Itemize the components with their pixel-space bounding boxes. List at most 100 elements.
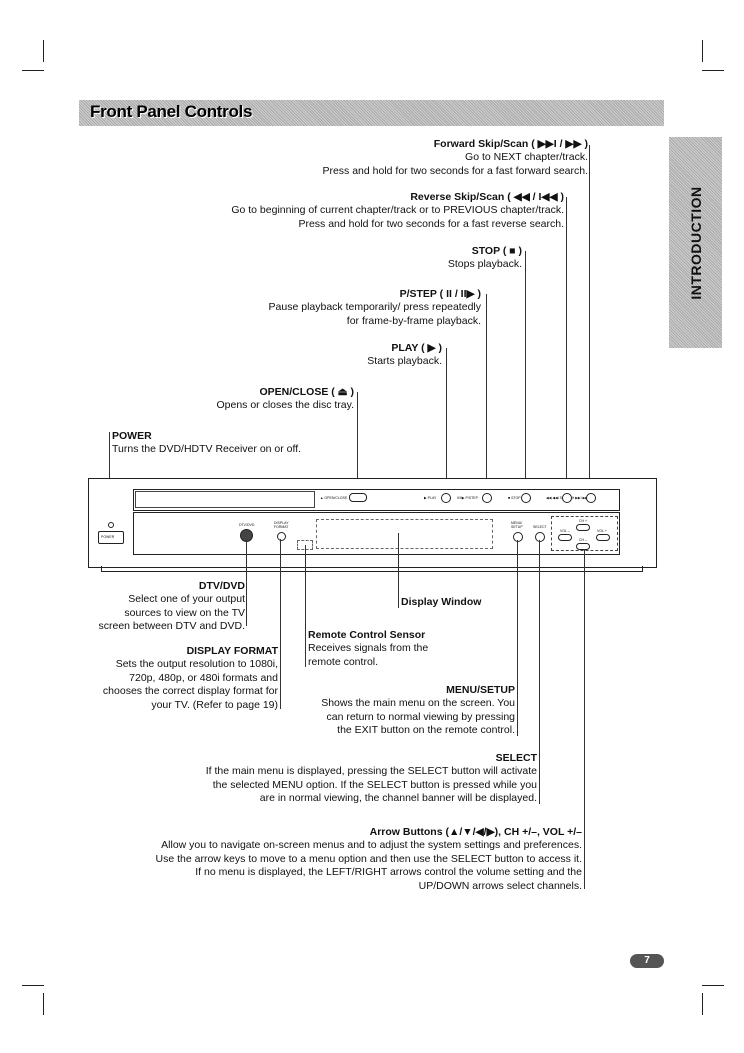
- open-close-label: ▲ OPEN/CLOSE: [320, 496, 348, 500]
- callout-play: PLAY ( ▶ ) Starts playback.: [242, 342, 442, 369]
- callout-text: Select one of your output: [128, 593, 245, 606]
- callout-text: for frame-by-frame playback.: [346, 314, 481, 327]
- callout-heading: Reverse Skip/Scan ( ◀◀ / I◀◀ ): [410, 191, 564, 203]
- vol-minus-button[interactable]: [558, 534, 572, 541]
- side-tab: INTRODUCTION: [669, 137, 722, 348]
- disc-tray: [135, 491, 315, 508]
- section-header-bar: [79, 100, 664, 126]
- page-number: 7: [630, 954, 664, 968]
- crop-mark: [43, 993, 44, 1015]
- play-button[interactable]: [441, 493, 451, 503]
- power-button[interactable]: [98, 531, 124, 544]
- page-title: Front Panel Controls: [90, 102, 253, 121]
- callout-text: the selected MENU option. If the SELECT …: [212, 778, 537, 791]
- callout-text: chooses the correct display format for: [102, 685, 278, 698]
- crop-mark: [702, 40, 703, 62]
- callout-heading: STOP ( ■ ): [471, 245, 522, 257]
- side-tab-label: INTRODUCTION: [687, 185, 704, 300]
- callout-text: Sets the output resolution to 1080i,: [115, 658, 278, 671]
- callout-text: Starts playback.: [367, 355, 442, 368]
- callout-text: screen between DTV and DVD.: [98, 620, 246, 633]
- pstep-button[interactable]: [482, 493, 492, 503]
- vol-plus-label: VOL +: [597, 529, 607, 533]
- leader-line: [584, 549, 585, 889]
- callout-select: SELECT If the main menu is displayed, pr…: [117, 752, 537, 806]
- menu-setup-button[interactable]: [513, 532, 523, 542]
- power-button-label: POWER: [101, 535, 115, 539]
- ch-plus-button[interactable]: [576, 524, 590, 531]
- callout-heading: SELECT: [495, 752, 537, 764]
- menu-setup-label: MENU/ SETUP: [511, 521, 523, 529]
- callout-text: Allow you to navigate on-screen menus an…: [161, 839, 582, 852]
- callout-text: If the main menu is displayed, pressing …: [205, 765, 537, 778]
- crop-mark: [702, 993, 703, 1015]
- callout-text: can return to normal viewing by pressing: [326, 710, 515, 723]
- callout-heading: P/STEP ( II / II▶ ): [399, 288, 481, 300]
- leader-line: [517, 540, 518, 736]
- callout-remote-sensor: Remote Control Sensor Receives signals f…: [308, 629, 508, 669]
- callout-menu-setup: MENU/SETUP Shows the main menu on the sc…: [255, 684, 515, 738]
- callout-stop: STOP ( ■ ) Stops playback.: [322, 245, 522, 272]
- callout-text: UP/DOWN arrows select channels.: [418, 879, 582, 892]
- select-label: SELECT: [533, 525, 547, 529]
- callout-text: Press and hold for two seconds for a fas…: [322, 164, 588, 177]
- standby-led-icon: [108, 522, 114, 528]
- callout-heading: PLAY ( ▶ ): [391, 342, 442, 354]
- callout-dtv-dvd: DTV/DVD Select one of your output source…: [45, 580, 246, 634]
- callout-heading: MENU/SETUP: [446, 684, 515, 696]
- callout-text: Pause playback temporarily/ press repeat…: [268, 301, 481, 314]
- callout-text: 720p, 480p, or 480i formats and: [129, 671, 278, 684]
- crop-mark: [22, 70, 44, 71]
- leader-line: [398, 533, 399, 608]
- callout-reverse-skip: Reverse Skip/Scan ( ◀◀ / I◀◀ ) Go to beg…: [144, 191, 564, 231]
- callout-heading: POWER: [112, 430, 152, 442]
- leader-line: [589, 145, 590, 495]
- disc-tray-area: [133, 489, 620, 511]
- leader-line: [525, 251, 526, 495]
- leader-line: [280, 539, 281, 709]
- ch-minus-label: CH –: [579, 538, 587, 542]
- dtv-dvd-label: DTV/DVD: [239, 523, 255, 527]
- dvd-receiver-front-panel: [88, 478, 657, 568]
- stop-label: ■ STOP: [508, 496, 521, 500]
- callout-text: Press and hold for two seconds for a fas…: [298, 217, 564, 230]
- ch-minus-button[interactable]: [576, 543, 590, 550]
- callout-text: Receives signals from the: [308, 642, 429, 655]
- callout-display-window: Display Window: [401, 596, 551, 609]
- display-format-label: DISPLAY FORMAT: [274, 521, 289, 529]
- display-format-button[interactable]: [277, 532, 286, 541]
- callout-forward-skip: Forward Skip/Scan ( ▶▶I / ▶▶ ) Go to NEX…: [208, 138, 588, 178]
- callout-pstep: P/STEP ( II / II▶ ) Pause playback tempo…: [181, 288, 481, 328]
- callout-display-format: DISPLAY FORMAT Sets the output resolutio…: [38, 645, 278, 712]
- crop-mark: [43, 40, 44, 62]
- vol-minus-label: VOL –: [560, 529, 570, 533]
- callout-heading: Display Window: [401, 596, 482, 608]
- leader-line: [486, 294, 487, 495]
- reverse-skip-button[interactable]: [562, 493, 572, 503]
- ch-plus-label: CH +: [579, 519, 588, 523]
- callout-text: Stops playback.: [447, 258, 522, 271]
- callout-heading: Remote Control Sensor: [308, 629, 426, 641]
- forward-skip-button[interactable]: [586, 493, 596, 503]
- select-button[interactable]: [535, 532, 545, 542]
- callout-text: Go to beginning of current chapter/track…: [231, 204, 564, 217]
- leader-line: [357, 392, 358, 495]
- callout-text: Use the arrow keys to move to a menu opt…: [155, 852, 582, 865]
- vol-plus-button[interactable]: [596, 534, 610, 541]
- stop-button[interactable]: [521, 493, 531, 503]
- callout-heading: DTV/DVD: [198, 580, 245, 592]
- crop-mark: [702, 985, 724, 986]
- callout-heading: Arrow Buttons (▲/▼/◀/▶), CH +/–, VOL +/–: [369, 826, 582, 838]
- leader-line: [246, 540, 247, 626]
- callout-arrow-buttons: Arrow Buttons (▲/▼/◀/▶), CH +/–, VOL +/–…: [82, 826, 582, 893]
- callout-heading: DISPLAY FORMAT: [186, 645, 278, 657]
- callout-heading: Forward Skip/Scan ( ▶▶I / ▶▶ ): [433, 138, 588, 150]
- control-panel: [133, 512, 620, 555]
- open-close-button[interactable]: [349, 493, 367, 502]
- callout-text: are in normal viewing, the channel banne…: [259, 792, 537, 805]
- crop-mark: [22, 985, 44, 986]
- crop-mark: [702, 70, 724, 71]
- leader-line: [305, 545, 306, 667]
- callout-text: remote control.: [308, 655, 379, 668]
- callout-text: Go to NEXT chapter/track.: [465, 151, 588, 164]
